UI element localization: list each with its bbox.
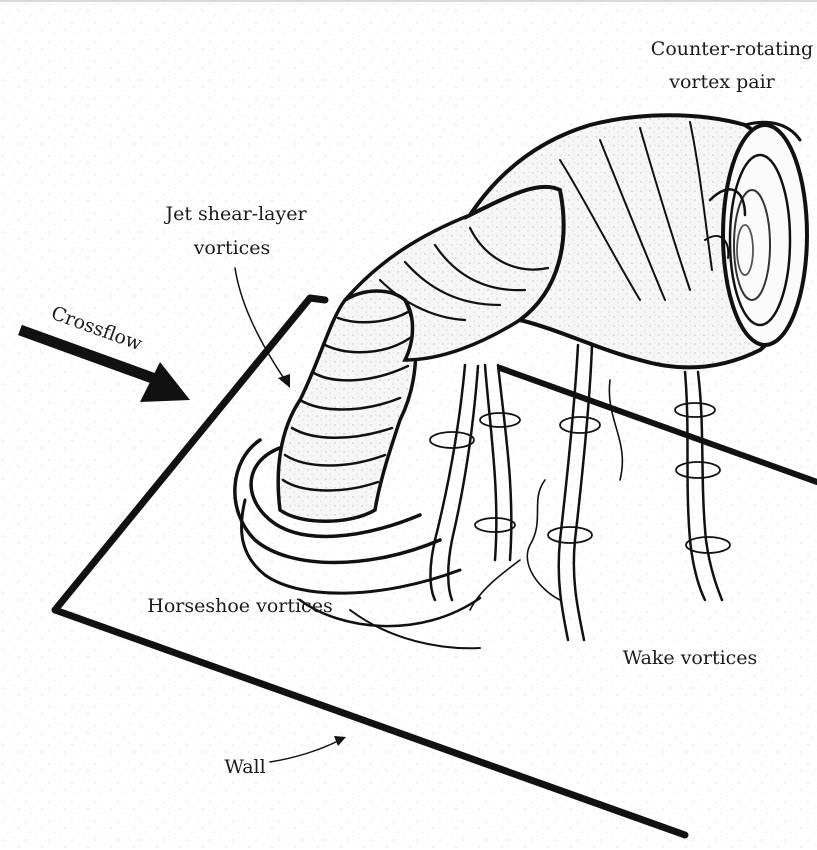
label-counter-rotating-line1: Counter-rotating [651, 38, 813, 60]
label-horseshoe: Horseshoe vortices [147, 595, 332, 617]
label-counter-rotating-line2: vortex pair [668, 71, 775, 93]
label-jet-shear-line1: Jet shear-layer [163, 203, 307, 225]
label-wake: Wake vortices [623, 647, 758, 669]
label-wall: Wall [224, 756, 265, 778]
label-jet-shear-line2: vortices [193, 237, 271, 259]
